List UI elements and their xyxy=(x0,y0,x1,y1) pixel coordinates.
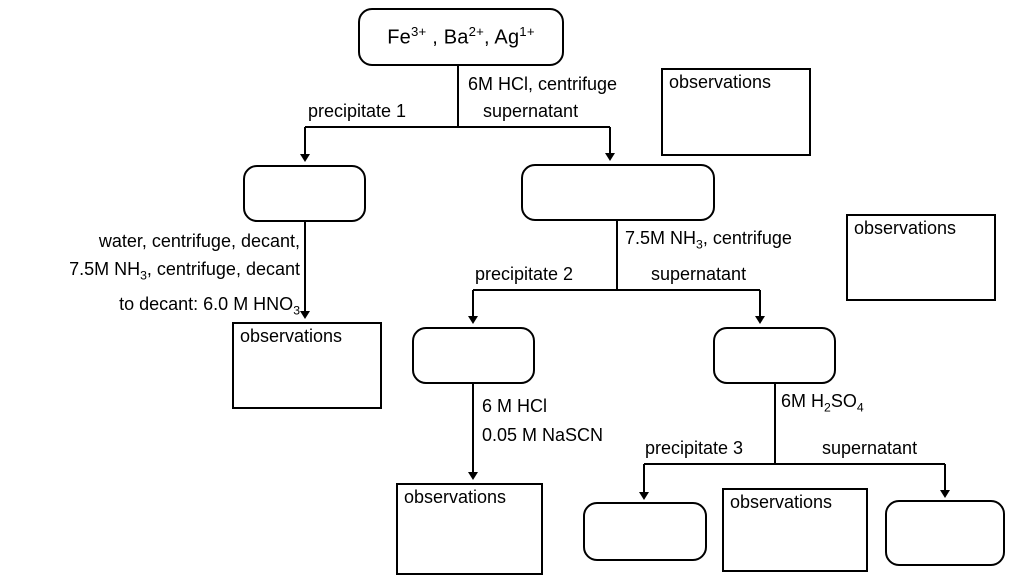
edge-label-nh3-centrifuge: 7.5M NH3, centrifuge xyxy=(625,228,792,252)
observations-box-left[interactable]: observations xyxy=(232,322,382,409)
node-sample-ions[interactable]: Fe3+ , Ba2+, Ag1+ xyxy=(358,8,564,66)
observations-box-center-bottom[interactable]: observations xyxy=(396,483,543,575)
observations-label: observations xyxy=(240,326,343,346)
observations-label: observations xyxy=(669,72,772,92)
node-supernatant-1[interactable] xyxy=(521,164,715,221)
observations-box-bottom-right[interactable]: observations xyxy=(722,488,868,572)
left-procedure-line-3: to decant: 6.0 M HNO3 xyxy=(119,293,300,318)
edge-label-hcl-6m: 6 M HCl xyxy=(482,396,548,416)
edge-label-nascn: 0.05 M NaSCN xyxy=(482,425,604,445)
node-precipitate-1[interactable] xyxy=(243,165,366,222)
left-procedure-text: water, centrifuge, decant, 7.5M NH3, cen… xyxy=(0,227,300,324)
edge-label-precipitate-2: precipitate 2 xyxy=(475,264,574,284)
edge-label-supernatant-1: supernatant xyxy=(483,101,579,121)
edge-label-precipitate-1: precipitate 1 xyxy=(308,101,407,121)
observations-label: observations xyxy=(854,218,957,238)
edge-label-h2so4: 6M H2SO4 xyxy=(781,391,864,415)
edge-label-hcl-centrifuge: 6M HCl, centrifuge xyxy=(468,74,618,94)
observations-label: observations xyxy=(404,487,507,507)
left-procedure-line-2: 7.5M NH3, centrifuge, decant xyxy=(69,259,300,283)
edge-label-supernatant-2: supernatant xyxy=(651,264,747,284)
node-supernatant-3[interactable] xyxy=(885,500,1005,566)
observations-box-top-right[interactable]: observations xyxy=(661,68,811,156)
edge-label-precipitate-3: precipitate 3 xyxy=(645,438,744,458)
edge-label-supernatant-3: supernatant xyxy=(822,438,918,458)
node-precipitate-3[interactable] xyxy=(583,502,707,561)
sample-ions-label: Fe3+ , Ba2+, Ag1+ xyxy=(387,24,535,49)
observations-label: observations xyxy=(730,492,833,512)
node-supernatant-2[interactable] xyxy=(713,327,836,384)
node-precipitate-2[interactable] xyxy=(412,327,535,384)
observations-box-mid-right[interactable]: observations xyxy=(846,214,996,301)
left-procedure-line-1: water, centrifuge, decant, xyxy=(98,231,300,251)
